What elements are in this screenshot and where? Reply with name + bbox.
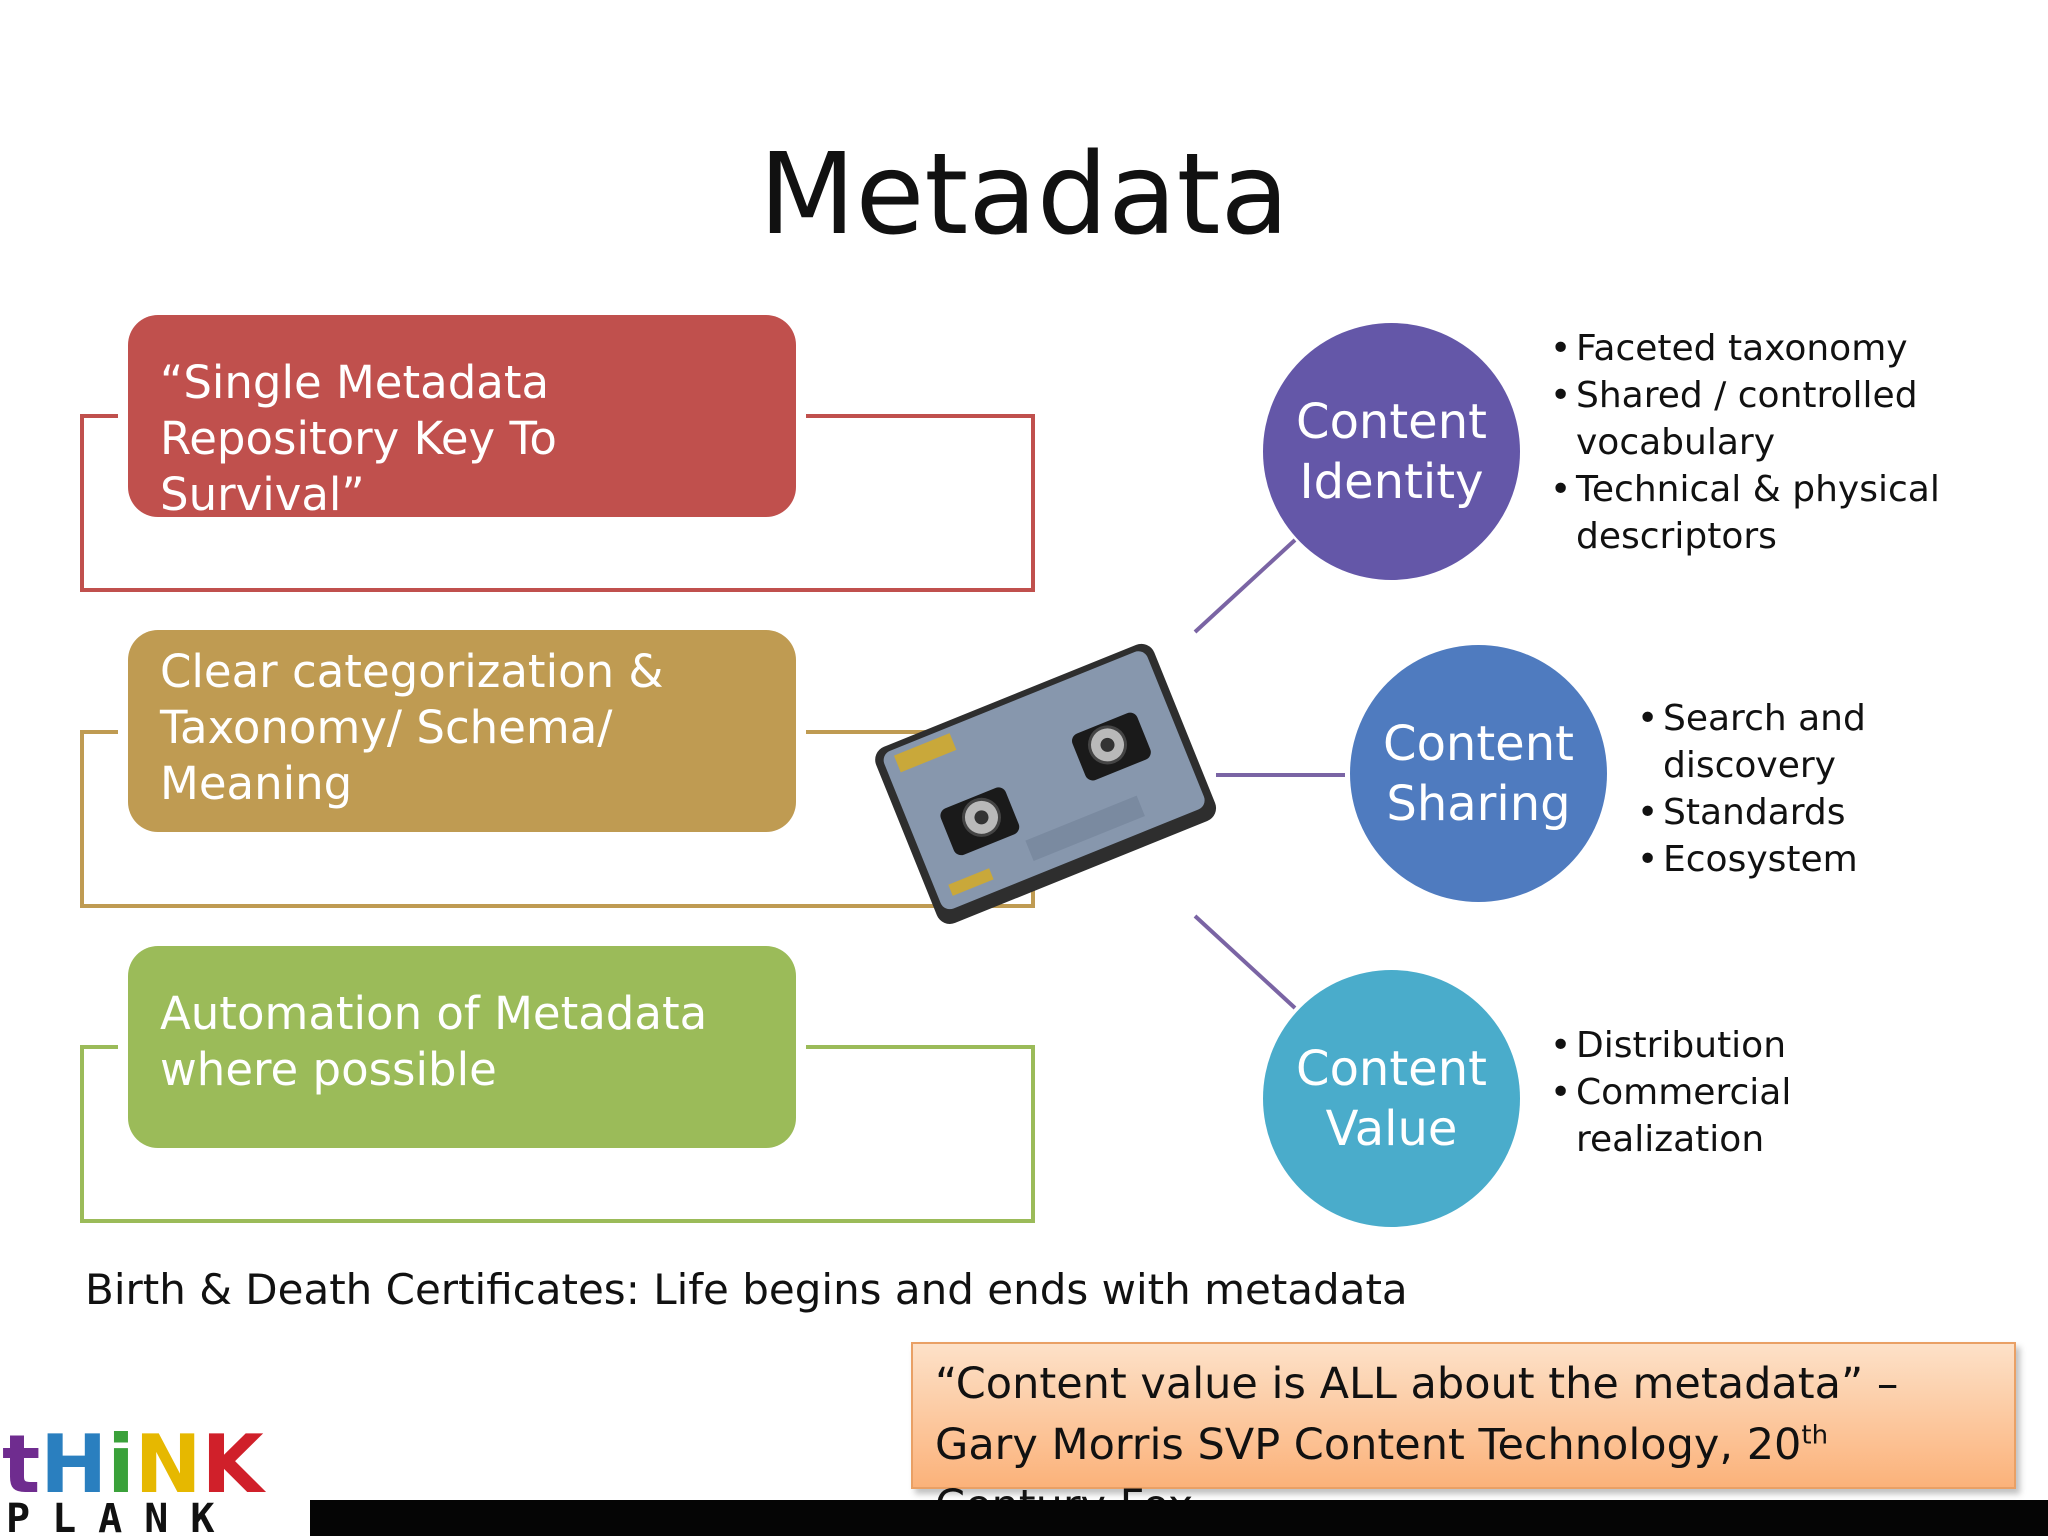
sharing-bullet: Search and discovery xyxy=(1637,695,2048,789)
logo-graphic: tHiNK PLANK xyxy=(2,1418,267,1540)
value-bullets: Distribution Commercial realization xyxy=(1550,1022,1910,1163)
content-value-line2: Value xyxy=(1325,1100,1458,1157)
quote-superscript: th xyxy=(1801,1420,1829,1451)
repository-box: “Single Metadata Repository Key To Survi… xyxy=(128,315,796,521)
footer-statement: Birth & Death Certificates: Life begins … xyxy=(85,1265,1408,1314)
quote-box: “Content value is ALL about the metadata… xyxy=(911,1342,2016,1531)
categorization-box-text: Clear categorization & Taxonomy/ Schema/… xyxy=(160,645,664,810)
slide-title: Metadata xyxy=(758,130,1290,260)
automation-box-text: Automation of Metadata where possible xyxy=(160,987,708,1096)
content-identity-circle: Content Identity xyxy=(1263,323,1520,580)
value-bullet: Commercial realization xyxy=(1550,1069,1910,1163)
content-identity-line2: Identity xyxy=(1299,453,1484,510)
content-sharing-line1: Content xyxy=(1383,715,1574,772)
tape-cassette-image xyxy=(875,643,1217,924)
identity-bullet: Shared / controlled vocabulary xyxy=(1550,372,1980,466)
identity-bullets: Faceted taxonomy Shared / controlled voc… xyxy=(1550,325,1980,560)
categorization-box: Clear categorization & Taxonomy/ Schema/… xyxy=(128,630,796,832)
content-sharing-line2: Sharing xyxy=(1386,775,1571,832)
logo-bottom-text: PLANK xyxy=(6,1496,236,1536)
value-bullet: Distribution xyxy=(1550,1022,1910,1069)
identity-bullet: Technical & physical descriptors xyxy=(1550,466,1980,560)
content-value-circle: Content Value xyxy=(1263,970,1520,1227)
identity-bullet: Faceted taxonomy xyxy=(1550,325,1980,372)
connector-value xyxy=(1193,914,1297,1010)
center-graphic xyxy=(875,538,1345,1010)
sharing-bullet: Ecosystem xyxy=(1637,836,2048,883)
content-identity-line1: Content xyxy=(1296,393,1487,450)
content-sharing-circle: Content Sharing xyxy=(1350,645,1607,902)
logo-top-text: tHiNK xyxy=(2,1418,267,1511)
bottom-bar xyxy=(0,1500,2048,1536)
sharing-bullet: Standards xyxy=(1637,789,2048,836)
content-value-line1: Content xyxy=(1296,1040,1487,1097)
quote-text: “Content value is ALL about the metadata… xyxy=(935,1359,1899,1470)
automation-box: Automation of Metadata where possible xyxy=(128,946,796,1148)
sharing-bullets: Search and discovery Standards Ecosystem xyxy=(1637,695,2048,883)
think-plank-logo: tHiNK PLANK xyxy=(0,1400,310,1540)
repository-box-text: “Single Metadata Repository Key To Survi… xyxy=(160,356,557,521)
connector-identity xyxy=(1193,538,1297,634)
